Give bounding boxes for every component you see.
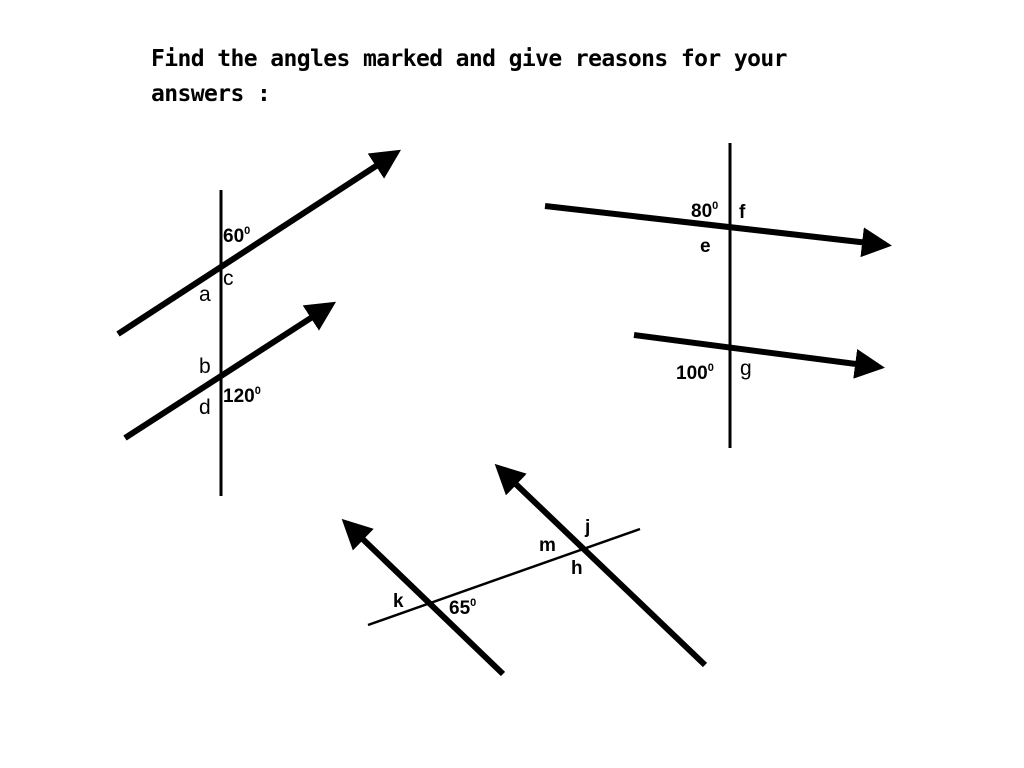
angle-d-label: d — [199, 396, 211, 419]
question-text: Find the angles marked and give reasons … — [151, 46, 787, 107]
angle-a-label: a — [199, 283, 211, 306]
diagram-1: 600 c a b 1200 d — [116, 149, 402, 496]
parallel-line-lower-1 — [123, 301, 337, 441]
angle-80-label: 800 — [691, 200, 718, 222]
angle-c-label: c — [223, 267, 234, 290]
angle-100-label: 1000 — [676, 362, 714, 384]
transversal-line-3 — [367, 527, 641, 627]
angle-60-label: 600 — [223, 225, 250, 247]
angle-j-label: j — [584, 517, 590, 538]
diagram-2: 800 f e 1000 g — [544, 143, 892, 448]
parallel-line-upper-2 — [544, 203, 892, 258]
parallel-line-left-3 — [341, 518, 506, 677]
angle-m-label: m — [539, 535, 556, 556]
angle-b-label: b — [199, 355, 211, 378]
parallel-line-right-3 — [494, 463, 708, 668]
angle-g-label: g — [740, 357, 752, 380]
diagram-3: j m h k 650 — [341, 463, 708, 677]
angle-h-label: h — [571, 558, 583, 579]
angle-120-label: 1200 — [223, 385, 261, 407]
parallel-line-lower-2 — [633, 332, 885, 379]
parallel-line-upper-1 — [116, 149, 402, 337]
angle-e-label: e — [700, 236, 711, 257]
angle-k-label: k — [393, 591, 404, 612]
angle-f-label: f — [739, 202, 746, 223]
angle-65-label: 650 — [449, 597, 476, 619]
